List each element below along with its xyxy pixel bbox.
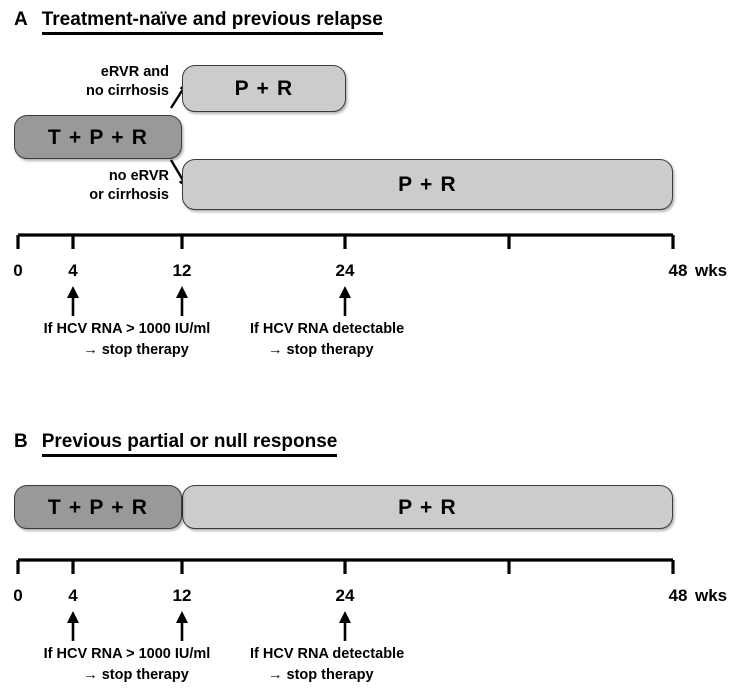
branch-note-no-ervr: no eRVR or cirrhosis bbox=[57, 167, 169, 205]
axis-tick-label-48: 48 bbox=[668, 586, 688, 605]
up-arrow-icon-week12 bbox=[173, 285, 191, 322]
branch-note-ervr: eRVR and no cirrhosis bbox=[57, 63, 169, 101]
stop-rule-rna-1000: If HCV RNA > 1000 IU/ml → stop therapy bbox=[18, 644, 236, 686]
axis-tick-label-12: 12 bbox=[172, 586, 192, 605]
stop-rule-line1: If HCV RNA > 1000 IU/ml bbox=[43, 321, 211, 337]
axis-unit-label: wks bbox=[695, 586, 728, 605]
axis-tick-label-24: 24 bbox=[335, 261, 355, 280]
treatment-bar-label: P + R bbox=[234, 77, 294, 100]
stop-rule-line2: → stop therapy bbox=[83, 342, 189, 359]
treatment-bar-label: T + P + R bbox=[47, 125, 149, 149]
treatment-bar-a-pr-long: P + R bbox=[182, 159, 673, 210]
axis-tick-label-4: 4 bbox=[68, 586, 78, 605]
timeline-axis-a bbox=[0, 230, 740, 265]
up-arrow-icon-week4 bbox=[64, 610, 82, 647]
treatment-bar-a-pr-short: P + R bbox=[182, 65, 346, 112]
up-arrow-icon-week12 bbox=[173, 610, 191, 647]
panel-a-title: Treatment-naïve and previous relapse bbox=[41, 10, 383, 35]
axis-tick-label-48: 48 bbox=[668, 261, 688, 280]
panel-b-letter: B bbox=[14, 431, 28, 452]
branch-note-ervr-line1: eRVR and bbox=[100, 64, 169, 80]
treatment-bar-label: P + R bbox=[398, 495, 457, 519]
branch-note-no-ervr-line1: no eRVR bbox=[108, 168, 169, 184]
stop-rule-rna-detectable: If HCV RNA detectable → stop therapy bbox=[250, 644, 404, 686]
axis-tick-label-12: 12 bbox=[172, 261, 192, 280]
stop-rule-line2: → stop therapy bbox=[268, 667, 374, 684]
treatment-bar-a-tpr: T + P + R bbox=[14, 115, 182, 159]
panel-b-title: Previous partial or null response bbox=[41, 432, 338, 457]
stop-rule-line2: → stop therapy bbox=[268, 342, 374, 359]
stop-rule-rna-1000: If HCV RNA > 1000 IU/ml → stop therapy bbox=[18, 319, 236, 361]
axis-unit-label: wks bbox=[695, 261, 728, 280]
stop-rule-rna-detectable: If HCV RNA detectable → stop therapy bbox=[250, 319, 404, 361]
treatment-bar-b-tpr: T + P + R bbox=[14, 485, 182, 529]
timeline-axis-b bbox=[0, 555, 740, 590]
panel-a-heading: A Treatment-naïve and previous relapse bbox=[14, 10, 383, 35]
branch-note-no-ervr-line2: or cirrhosis bbox=[89, 187, 169, 204]
panel-b-heading: B Previous partial or null response bbox=[14, 431, 338, 457]
stop-rule-line1: If HCV RNA detectable bbox=[250, 321, 405, 337]
axis-tick-label-0: 0 bbox=[13, 261, 23, 280]
up-arrow-icon-week4 bbox=[64, 285, 82, 322]
up-arrow-icon-week24 bbox=[336, 610, 354, 647]
panel-a-letter: A bbox=[14, 9, 28, 30]
up-arrow-icon-week24 bbox=[336, 285, 354, 322]
axis-tick-label-24: 24 bbox=[335, 586, 355, 605]
axis-tick-label-0: 0 bbox=[13, 586, 23, 605]
stop-rule-line1: If HCV RNA detectable bbox=[250, 646, 405, 662]
treatment-bar-label: T + P + R bbox=[47, 495, 149, 519]
treatment-bar-label: P + R bbox=[398, 173, 457, 196]
stop-rule-line2: → stop therapy bbox=[83, 667, 189, 684]
stop-rule-line1: If HCV RNA > 1000 IU/ml bbox=[43, 646, 211, 662]
treatment-bar-b-pr: P + R bbox=[182, 485, 673, 529]
axis-tick-label-4: 4 bbox=[68, 261, 78, 280]
branch-note-ervr-line2: no cirrhosis bbox=[86, 83, 169, 100]
